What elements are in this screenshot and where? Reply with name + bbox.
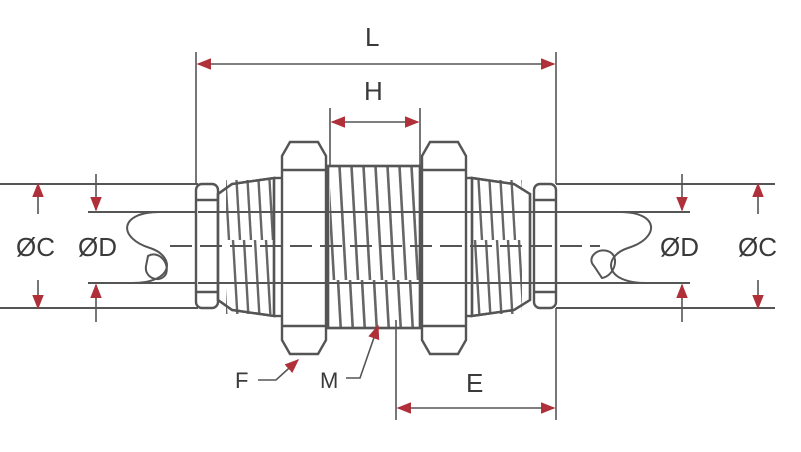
fitting-body: [194, 140, 558, 356]
extension-lines: [195, 52, 557, 420]
leader-F: [258, 359, 300, 381]
label-H: H: [364, 76, 383, 106]
label-C-right: ØC: [738, 232, 777, 262]
label-D-left: ØD: [78, 232, 117, 262]
leader-M: [346, 324, 380, 379]
right-tube: [556, 183, 775, 309]
label-L: L: [365, 22, 379, 52]
label-F: F: [235, 368, 248, 393]
label-E: E: [466, 368, 483, 398]
dimension-lines: [32, 58, 764, 414]
label-C-left: ØC: [16, 232, 55, 262]
label-M: M: [320, 368, 338, 393]
label-D-right: ØD: [660, 232, 699, 262]
bore-lines: [170, 211, 600, 284]
